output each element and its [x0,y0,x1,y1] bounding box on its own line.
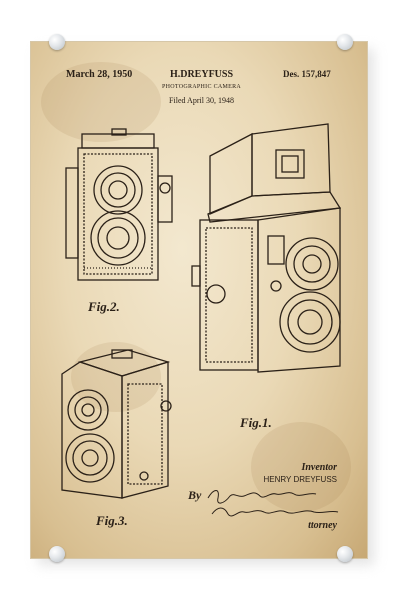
camera-perspective-drawing [191,123,342,373]
mount-pin-top-right [337,34,353,50]
patent-filed-date: Filed April 30, 1948 [169,96,234,105]
paper-stain [41,62,161,142]
inventor-label: Inventor [301,462,337,473]
design-number: Des. 157,847 [283,69,331,79]
attorney-label: ttorney [308,520,337,531]
by-label: By [188,488,202,502]
inventor-name: HENRY DREYFUSS [263,475,338,484]
mount-pin-bottom-left [49,546,65,562]
patent-subtitle: PHOTOGRAPHIC CAMERA [161,84,242,90]
patent-date: March 28, 1950 [66,69,133,80]
camera-three-quarter-drawing [61,349,172,499]
paper-stain [251,422,351,512]
patent-inventor-header: H.DREYFUSS [169,69,234,80]
figure-2-label: Fig.2. [88,299,120,314]
figure-1-label: Fig.1. [240,415,272,430]
mount-pin-top-left [49,34,65,50]
figure-3-label: Fig.3. [96,513,128,528]
handwritten-signature [207,490,339,517]
mount-pin-bottom-right [337,546,353,562]
camera-front-view-drawing [65,128,173,281]
